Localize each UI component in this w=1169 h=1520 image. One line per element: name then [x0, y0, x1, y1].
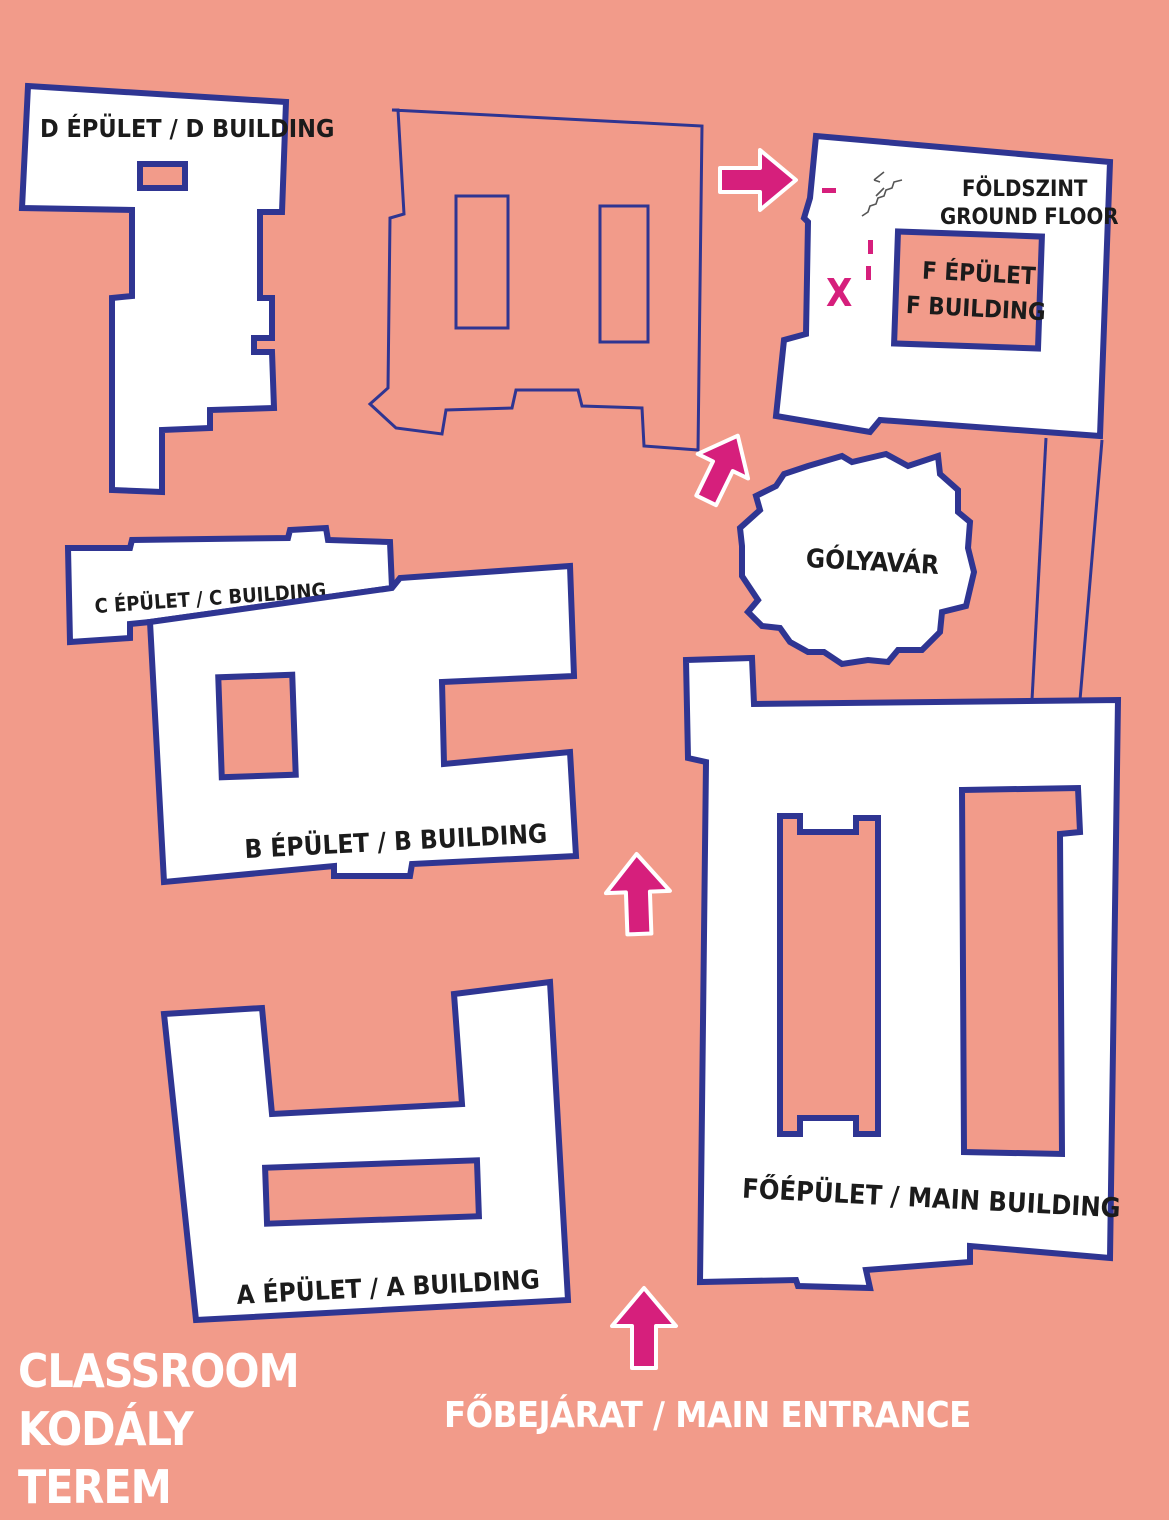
b-building[interactable]: B ÉPÜLET / B BUILDING: [146, 562, 580, 886]
classroom-label-line1: CLASSROOM: [18, 1344, 300, 1398]
main-building[interactable]: FŐÉPÜLET / MAIN BUILDING: [682, 654, 1121, 1292]
main-building-courtyard-left: [777, 813, 881, 1137]
walkway: [1030, 437, 1104, 701]
door-marker-2: [868, 240, 873, 254]
courtyard-right: [598, 204, 650, 344]
golyavar-building[interactable]: GÓLYAVÁR: [736, 450, 978, 668]
f-building-courtyard: [890, 228, 1046, 352]
courtyard-left: [454, 194, 510, 330]
classroom-label-line2: KODÁLY: [18, 1402, 194, 1456]
door-marker: [822, 188, 836, 193]
main-entrance-label: FŐBEJÁRAT / MAIN ENTRANCE: [444, 1395, 971, 1436]
floor-label-line1: FÖLDSZINT: [962, 176, 1088, 202]
arrow-to-golyavar: [694, 433, 751, 508]
d-building-label: D ÉPÜLET / D BUILDING: [40, 113, 334, 143]
classroom-marker: X: [826, 271, 852, 315]
floor-label-line2: GROUND FLOOR: [940, 205, 1119, 230]
f-building-label-line1: F ÉPÜLET: [921, 255, 1036, 291]
stairs-icon: [861, 171, 903, 217]
arrow-main-entrance: [610, 1286, 678, 1370]
b-building-courtyard: [215, 671, 299, 781]
arrow-central: [603, 852, 672, 937]
f-building[interactable]: F ÉPÜLET F BUILDING FÖLDSZINT GROUND FLO…: [772, 132, 1119, 440]
arrow-to-f-building: [718, 148, 798, 212]
classroom-label-line3: TEREM: [18, 1460, 172, 1514]
classroom-label: CLASSROOM KODÁLY TEREM: [18, 1342, 300, 1516]
door-marker-3: [866, 266, 871, 280]
a-building[interactable]: A ÉPÜLET / A BUILDING: [160, 978, 572, 1324]
d-building[interactable]: D ÉPÜLET / D BUILDING: [18, 82, 334, 496]
unlabeled-building: [367, 108, 704, 452]
d-building-courtyard: [137, 161, 188, 191]
a-building-courtyard: [261, 1157, 483, 1227]
main-building-courtyard-right: [958, 784, 1084, 1158]
